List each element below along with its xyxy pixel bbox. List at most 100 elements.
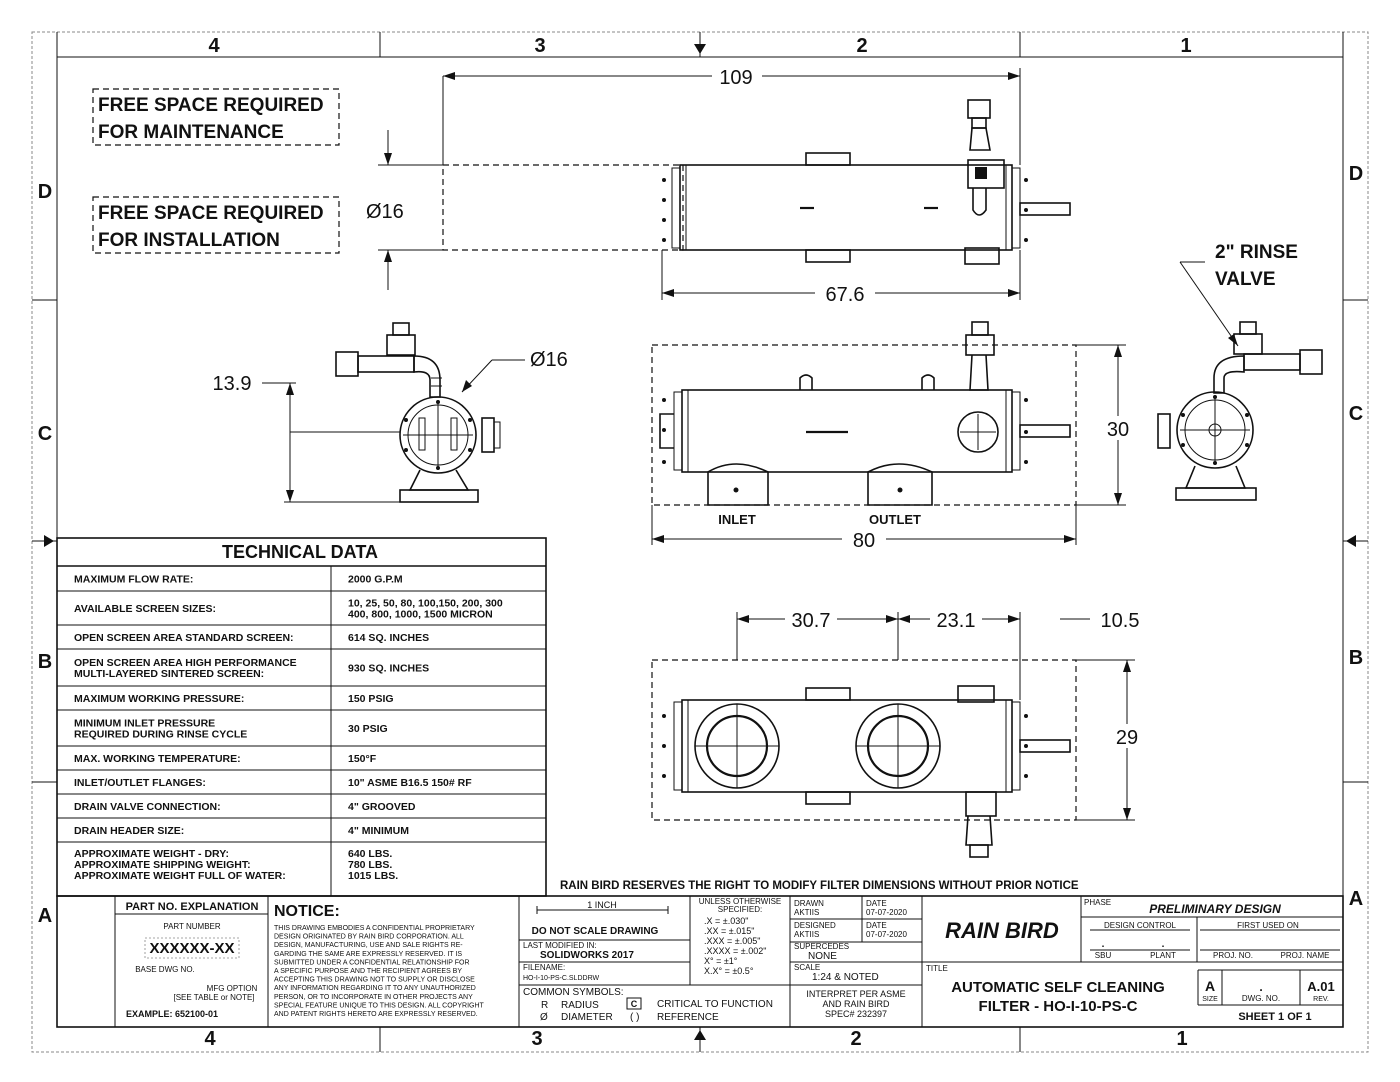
notice-line: ACCEPTING THIS DRAWING NOT TO SUPPLY OR … bbox=[274, 977, 475, 984]
sheet-size-label: SIZE bbox=[1202, 996, 1218, 1003]
tech-row-value: 1015 LBS. bbox=[348, 870, 398, 882]
dim-overall-length: 109 bbox=[719, 67, 752, 89]
sheet-size-value: A bbox=[1205, 978, 1215, 994]
revision-value: A.01 bbox=[1307, 979, 1334, 994]
tech-row-value: 400, 800, 1000, 1500 MICRON bbox=[348, 609, 493, 621]
drawn-value: AKTIIS bbox=[794, 908, 819, 917]
tech-row-value: 640 LBS. bbox=[348, 848, 392, 860]
sbu-value: . bbox=[1102, 939, 1105, 950]
notice-line: AND PATENT RIGHTS HERETO ARE EXPRESSLY R… bbox=[274, 1011, 478, 1018]
symbol-radius: R bbox=[541, 1000, 548, 1011]
tolerance-line: .XX = ±.015" bbox=[704, 926, 754, 936]
scale-label: SCALE bbox=[794, 963, 820, 972]
notice-line: DESIGN, MANUFACTURING, USE AND SALE RIGH… bbox=[274, 942, 463, 949]
tech-row-value: 150 PSIG bbox=[348, 693, 394, 705]
symbol-reference-label: REFERENCE bbox=[657, 1012, 719, 1023]
one-inch-scale-label: 1 INCH bbox=[587, 900, 617, 910]
drawing-title-line1: AUTOMATIC SELF CLEANING bbox=[951, 979, 1165, 996]
maintenance-note-line1: FREE SPACE REQUIRED bbox=[98, 95, 324, 116]
tolerance-line: X° = ±1° bbox=[704, 956, 738, 966]
interpret-line1: INTERPRET PER ASME bbox=[806, 989, 905, 999]
zone-left-a: A bbox=[38, 905, 52, 927]
tolerance-line: .X = ±.030" bbox=[704, 916, 748, 926]
symbol-diameter-label: DIAMETER bbox=[561, 1012, 613, 1023]
dim-inlet-offset: 30.7 bbox=[792, 610, 831, 632]
tech-row-label: INLET/OUTLET FLANGES: bbox=[74, 777, 206, 789]
part-number-label: PART NUMBER bbox=[163, 922, 221, 931]
revision-label: REV. bbox=[1313, 996, 1329, 1003]
dim-body-diameter-top: Ø16 bbox=[366, 201, 404, 223]
rinse-valve-label-line2: VALVE bbox=[1215, 269, 1276, 290]
designed-date: 07-07-2020 bbox=[866, 930, 907, 939]
tech-row-label: OPEN SCREEN AREA STANDARD SCREEN: bbox=[74, 632, 294, 644]
drawn-date-label: DATE bbox=[866, 899, 887, 908]
tech-row-label: APPROXIMATE WEIGHT FULL OF WATER: bbox=[74, 870, 286, 882]
tech-row-label: APPROXIMATE WEIGHT - DRY: bbox=[74, 848, 229, 860]
zone-top-1: 1 bbox=[1180, 35, 1191, 57]
right-end-view: 2" RINSE VALVE bbox=[1157, 242, 1323, 501]
outlet-label: OUTLET bbox=[869, 512, 921, 527]
part-explanation-title: PART NO. EXPLANATION bbox=[126, 901, 259, 913]
phase-value: PRELIMINARY DESIGN bbox=[1149, 902, 1281, 916]
zone-top-3: 3 bbox=[534, 35, 545, 57]
dim-outlet-offset: 10.5 bbox=[1101, 610, 1140, 632]
tech-row-label: AVAILABLE SCREEN SIZES: bbox=[74, 603, 216, 615]
zone-top-4: 4 bbox=[208, 35, 220, 57]
filename-label: FILENAME: bbox=[523, 963, 565, 972]
tech-row-label: MULTI-LAYERED SINTERED SCREEN: bbox=[74, 668, 264, 680]
do-not-scale-note: DO NOT SCALE DRAWING bbox=[532, 926, 659, 937]
last-modified-label: LAST MODIFIED IN: bbox=[523, 941, 597, 950]
tech-row-label: DRAIN HEADER SIZE: bbox=[74, 825, 184, 837]
mfg-option-label: MFG OPTION bbox=[207, 984, 258, 993]
dim-flange-spacing: 23.1 bbox=[937, 610, 976, 632]
interpret-line3: SPEC# 232397 bbox=[825, 1009, 887, 1019]
zone-right-d: D bbox=[1349, 163, 1363, 185]
base-dwg-label: BASE DWG NO. bbox=[135, 965, 195, 974]
part-number-example: EXAMPLE: 652100-01 bbox=[126, 1009, 218, 1019]
drawn-label: DRAWN bbox=[794, 899, 824, 908]
dwg-number-value: . bbox=[1259, 980, 1262, 994]
dim-body-diameter-end: Ø16 bbox=[530, 349, 568, 371]
title-block: PART NO. EXPLANATION PART NUMBER XXXXXX-… bbox=[56, 895, 1344, 1028]
notice-body: THIS DRAWING EMBODIES A CONFIDENTIAL PRO… bbox=[274, 925, 485, 1018]
dim-overall-height: 30 bbox=[1107, 419, 1129, 441]
disclaimer-note: RAIN BIRD RESERVES THE RIGHT TO MODIFY F… bbox=[560, 880, 1079, 892]
installation-note-line1: FREE SPACE REQUIRED bbox=[98, 203, 324, 224]
tech-row-label: REQUIRED DURING RINSE CYCLE bbox=[74, 729, 247, 741]
zone-right-b: B bbox=[1349, 647, 1363, 669]
notice-line: SPECIAL FEATURE UNIQUE TO THIS DESIGN. A… bbox=[274, 1002, 485, 1009]
notice-line: GARDING THE SAME ARE EXPRESSLY RESERVED.… bbox=[274, 951, 462, 958]
zone-right-c: C bbox=[1349, 403, 1363, 425]
tech-row-value: 4" MINIMUM bbox=[348, 825, 409, 837]
dim-overall-width: 80 bbox=[853, 530, 875, 552]
dim-plan-width: 29 bbox=[1116, 727, 1138, 749]
notice-line: ANY INFORMATION REGARDING IT TO ANY UNAU… bbox=[274, 985, 476, 992]
zone-labels: 4 3 2 1 4 3 2 1 D C B A D C B A bbox=[38, 35, 1363, 1050]
free-space-notes: FREE SPACE REQUIRED FOR MAINTENANCE FREE… bbox=[92, 88, 340, 254]
plant-label: PLANT bbox=[1150, 951, 1176, 960]
sheet-count: SHEET 1 OF 1 bbox=[1238, 1011, 1311, 1023]
tech-row-value: 10, 25, 50, 80, 100,150, 200, 300 bbox=[348, 598, 503, 610]
zone-left-b: B bbox=[38, 651, 52, 673]
sbu-label: SBU bbox=[1095, 951, 1112, 960]
dwg-number-label: DWG. NO. bbox=[1242, 994, 1280, 1003]
supersedes-label: SUPERCEDES bbox=[794, 942, 849, 951]
tech-row-value: 780 LBS. bbox=[348, 859, 392, 871]
zone-top-2: 2 bbox=[856, 35, 867, 57]
common-symbols-title: COMMON SYMBOLS: bbox=[523, 987, 624, 998]
drawn-date: 07-07-2020 bbox=[866, 908, 907, 917]
filename-value: HO-I-10-PS-C.SLDDRW bbox=[523, 975, 599, 982]
tech-row-value: 930 SQ. INCHES bbox=[348, 663, 429, 675]
inlet-label: INLET bbox=[718, 512, 756, 527]
tech-row-label: MAX. WORKING TEMPERATURE: bbox=[74, 753, 241, 765]
rain-bird-logo: RAIN BIRD bbox=[945, 918, 1059, 943]
see-table-label: [SEE TABLE or NOTE] bbox=[173, 993, 254, 1002]
zone-bottom-4: 4 bbox=[204, 1028, 216, 1050]
tech-row-label: MINIMUM INLET PRESSURE bbox=[74, 718, 215, 730]
tech-row-label: OPEN SCREEN AREA HIGH PERFORMANCE bbox=[74, 657, 297, 669]
title-label: TITLE bbox=[926, 964, 948, 973]
plan-view-filter: 30.7 23.1 10.5 29 bbox=[651, 608, 1147, 858]
technical-data-table: TECHNICAL DATA MAXIMUM FLOW RATE:2000 G.… bbox=[56, 537, 547, 897]
